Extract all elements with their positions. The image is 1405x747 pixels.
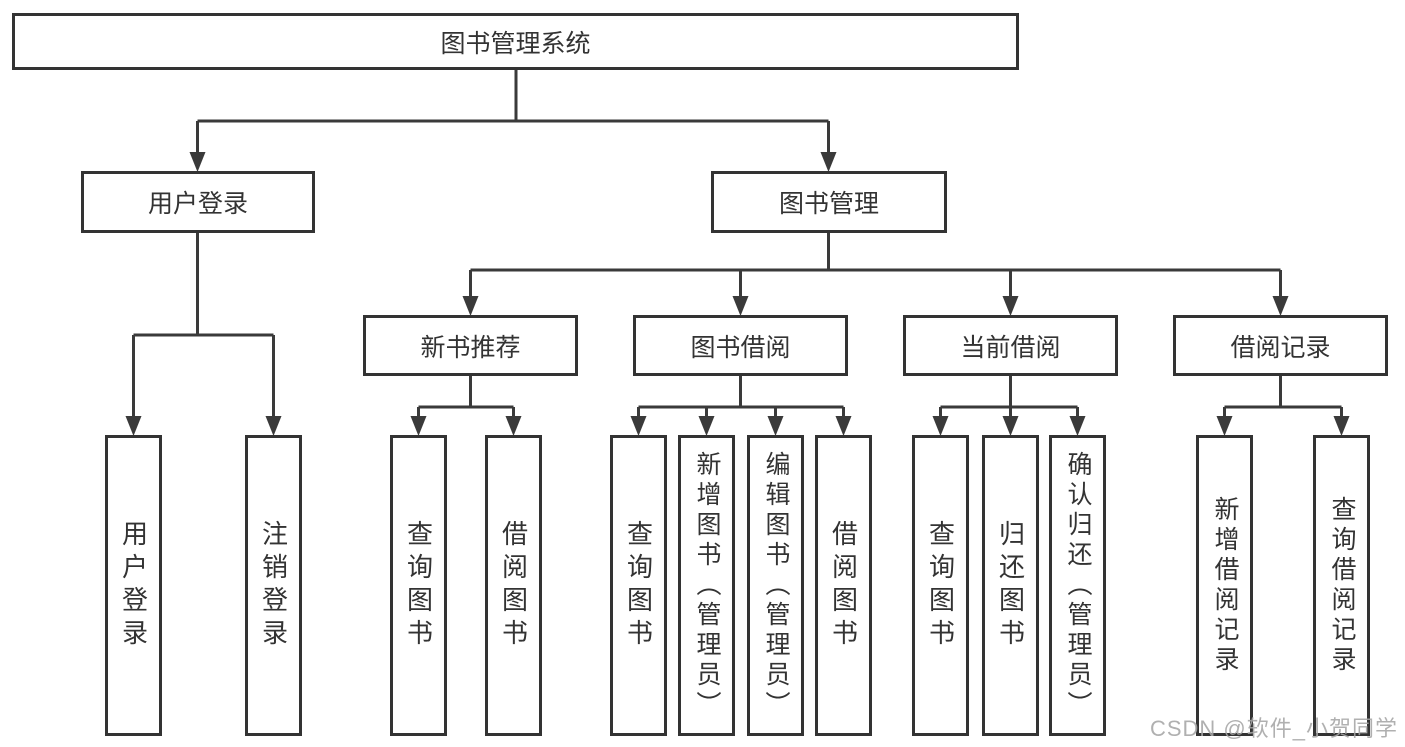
node-label: 编辑图书（管理员）	[762, 450, 790, 721]
leaf-query-books-borrow: 查询图书	[610, 435, 667, 736]
csdn-watermark: CSDN @软件_小贺同学	[1149, 716, 1398, 741]
node-label: 新增借阅记录	[1211, 495, 1239, 676]
arrowheads	[125, 152, 1350, 436]
leaf-query-borrow-record: 查询借阅记录	[1313, 435, 1370, 736]
leaf-user-login: 用户登录	[105, 435, 162, 736]
node-book-borrow: 图书借阅	[633, 315, 848, 376]
node-label: 注销登录	[258, 519, 289, 652]
node-label: 当前借阅	[960, 333, 1061, 362]
node-label: 图书借阅	[690, 333, 791, 362]
node-borrow-records: 借阅记录	[1173, 315, 1388, 376]
node-user-login: 用户登录	[81, 171, 315, 233]
leaf-return-books: 归还图书	[982, 435, 1039, 736]
node-label: 用户登录	[118, 519, 149, 652]
leaf-borrow-books-recommend: 借阅图书	[485, 435, 542, 736]
node-library-management-system: 图书管理系统	[12, 13, 1019, 70]
node-label: 查询图书	[623, 519, 654, 652]
node-label: 查询借阅记录	[1328, 495, 1356, 676]
leaf-add-books-admin: 新增图书（管理员）	[678, 435, 735, 736]
node-label: 查询图书	[403, 519, 434, 652]
leaf-query-books-recommend: 查询图书	[390, 435, 447, 736]
node-label: 借阅图书	[498, 519, 529, 652]
leaf-confirm-return-admin: 确认归还（管理员）	[1049, 435, 1106, 736]
node-label: 图书管理系统	[440, 29, 591, 58]
leaf-borrow-books: 借阅图书	[815, 435, 872, 736]
node-label: 新增图书（管理员）	[693, 450, 721, 721]
leaf-edit-books-admin: 编辑图书（管理员）	[747, 435, 804, 736]
node-label: 借阅记录	[1230, 333, 1331, 362]
leaf-add-borrow-record: 新增借阅记录	[1196, 435, 1253, 736]
node-label: 用户登录	[147, 190, 248, 218]
node-new-book-recommend: 新书推荐	[363, 315, 578, 376]
node-label: 新书推荐	[420, 333, 521, 362]
node-label: 图书管理	[778, 190, 879, 218]
node-label: 借阅图书	[828, 519, 859, 652]
leaf-query-books-current: 查询图书	[912, 435, 969, 736]
node-book-management: 图书管理	[711, 171, 947, 233]
node-label: 确认归还（管理员）	[1064, 450, 1092, 721]
node-label: 查询图书	[925, 519, 956, 652]
leaf-logout-login: 注销登录	[245, 435, 302, 736]
node-label: 归还图书	[995, 519, 1026, 652]
node-current-borrow: 当前借阅	[903, 315, 1118, 376]
